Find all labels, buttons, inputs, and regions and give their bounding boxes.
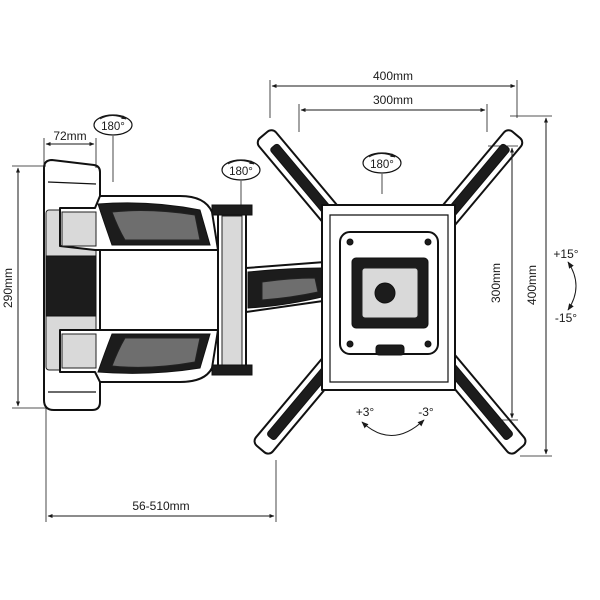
rotation-head-label: 180° <box>370 159 394 171</box>
dim-wall-width-label: 72mm <box>53 129 86 143</box>
dim-wall-width: 72mm <box>43 129 97 172</box>
dim-vesa-v-inner: 300mm <box>488 145 518 421</box>
dim-extension-label: 56-510mm <box>132 499 189 513</box>
dim-extension: 56-510mm <box>45 408 277 522</box>
level-plus-label: +3° <box>356 405 375 419</box>
vesa-bracket <box>253 129 527 455</box>
dim-vesa-h-inner: 300mm <box>298 93 488 132</box>
dim-wall-height: 290mm <box>1 165 46 409</box>
tilt-down-label: -15° <box>555 311 577 325</box>
arm-assembly <box>59 195 331 383</box>
tilt-up-label: +15° <box>553 247 578 261</box>
level-indicator: +3° -3° <box>356 405 434 436</box>
dim-wall-height-label: 290mm <box>1 268 15 308</box>
rotation-wall-arm: 180° <box>93 114 133 182</box>
dim-vesa-v-outer-label: 400mm <box>525 265 539 305</box>
tilt-indicator: +15° -15° <box>553 247 578 325</box>
rotation-head: 180° <box>362 152 402 194</box>
dim-vesa-h-outer-label: 400mm <box>373 69 413 83</box>
rotation-wall-arm-label: 180° <box>101 121 125 133</box>
dim-vesa-v-outer: 400mm <box>510 115 552 457</box>
dim-vesa-h-outer: 400mm <box>269 69 518 118</box>
level-minus-label: -3° <box>418 405 434 419</box>
rotation-elbow: 180° <box>221 159 261 205</box>
dim-vesa-h-inner-label: 300mm <box>373 93 413 107</box>
dim-vesa-v-inner-label: 300mm <box>489 263 503 303</box>
rotation-elbow-label: 180° <box>229 166 253 178</box>
